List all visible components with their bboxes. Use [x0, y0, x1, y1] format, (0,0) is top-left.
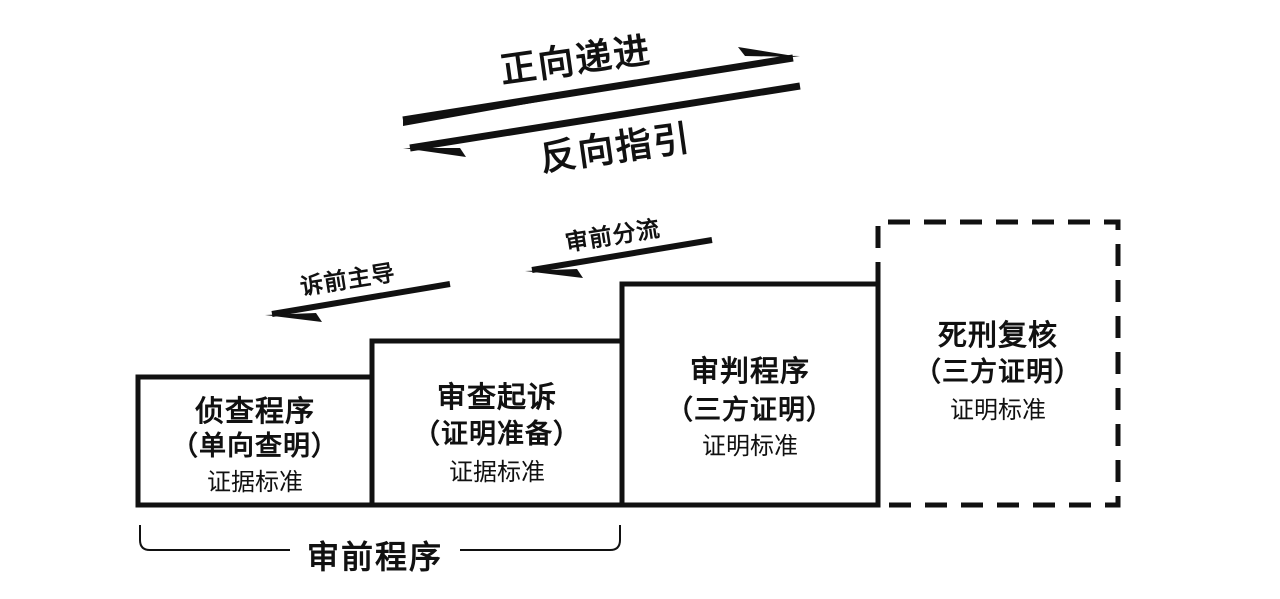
- pretrial-lead-arrow-head: [265, 313, 322, 322]
- step-standard-death-review: 证明标准: [950, 396, 1046, 424]
- pretrial-lead-arrow-shaft: [271, 281, 451, 317]
- step-subtitle-trial: （三方证明）: [666, 395, 834, 426]
- step-subtitle-prosecution: （证明准备）: [413, 419, 581, 450]
- step-standard-investigation: 证据标准: [207, 468, 303, 496]
- step-standard-prosecution: 证据标准: [449, 458, 545, 486]
- step-title-investigation: 侦查程序: [194, 394, 315, 428]
- pretrial-diversion-arrow-shaft: [531, 237, 713, 273]
- step-title-trial: 审判程序: [689, 354, 810, 388]
- backward-arrow-head: [403, 148, 466, 157]
- step-title-prosecution: 审查起诉: [436, 380, 557, 414]
- forward-arrow-head: [738, 47, 800, 57]
- pretrial-bracket: [139, 525, 621, 551]
- pretrial-diversion-arrow-head: [525, 269, 583, 278]
- step-standard-trial: 证明标准: [702, 432, 798, 460]
- forward-arrow-shaft: [402, 54, 794, 124]
- backward-arrow-shaft: [409, 82, 801, 152]
- step-subtitle-death-review: （三方证明）: [914, 357, 1082, 388]
- step-title-death-review: 死刑复核: [937, 318, 1058, 352]
- pretrial-bracket-label: 审前程序: [306, 538, 443, 576]
- step-box-death-review: [875, 219, 1121, 508]
- step-box-trial: [619, 281, 881, 508]
- step-subtitle-investigation: （单向查明）: [171, 431, 339, 462]
